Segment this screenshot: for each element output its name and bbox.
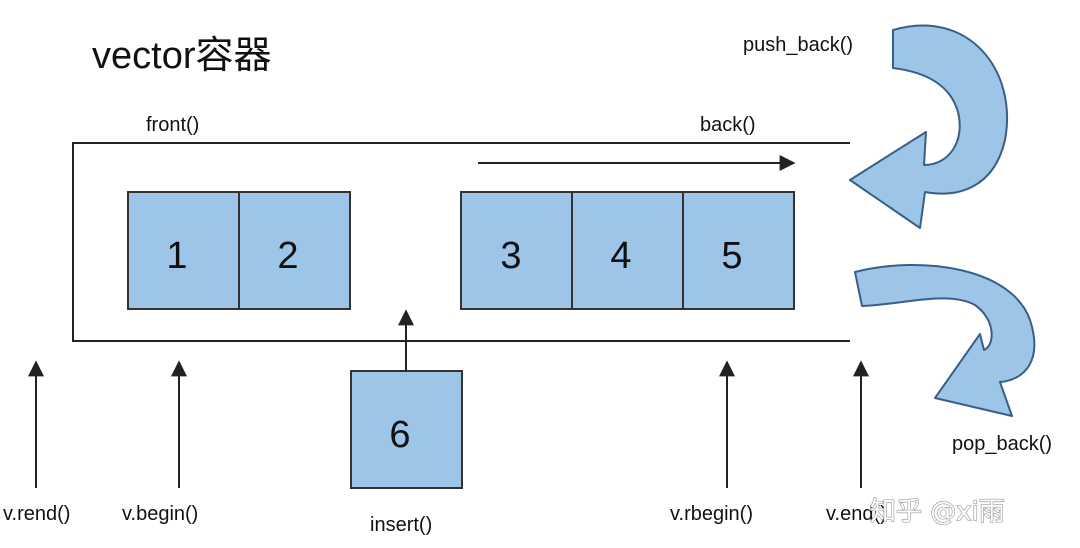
cell-3-value: 3 bbox=[500, 235, 521, 277]
cell-1-box bbox=[127, 191, 240, 310]
pop-back-label: pop_back() bbox=[952, 433, 1052, 455]
cell-4-box bbox=[571, 191, 684, 310]
watermark-text: 知乎 @xi雨 bbox=[870, 497, 1005, 527]
pop-back-curved-arrow bbox=[854, 263, 1036, 417]
diagram-title: vector容器 bbox=[92, 35, 271, 77]
begin-label: v.begin() bbox=[122, 503, 198, 525]
push-back-curved-arrow bbox=[849, 24, 1008, 229]
cell-6-box bbox=[350, 370, 463, 489]
back-label: back() bbox=[700, 114, 756, 136]
vector-container-outline bbox=[72, 142, 850, 342]
rbegin-label: v.rbegin() bbox=[670, 503, 753, 525]
front-label: front() bbox=[146, 114, 199, 136]
insert-label: insert() bbox=[370, 514, 432, 536]
cell-2-value: 2 bbox=[277, 235, 298, 277]
cell-5-box bbox=[682, 191, 795, 310]
cell-6-value: 6 bbox=[389, 414, 410, 456]
cell-2-box bbox=[238, 191, 351, 310]
rend-label: v.rend() bbox=[3, 503, 70, 525]
cell-5-value: 5 bbox=[721, 235, 742, 277]
cell-3-box bbox=[460, 191, 573, 310]
cell-1-value: 1 bbox=[166, 235, 187, 277]
end-label: v.end() bbox=[826, 503, 887, 525]
cell-4-value: 4 bbox=[610, 235, 631, 277]
push-back-label: push_back() bbox=[743, 34, 853, 56]
